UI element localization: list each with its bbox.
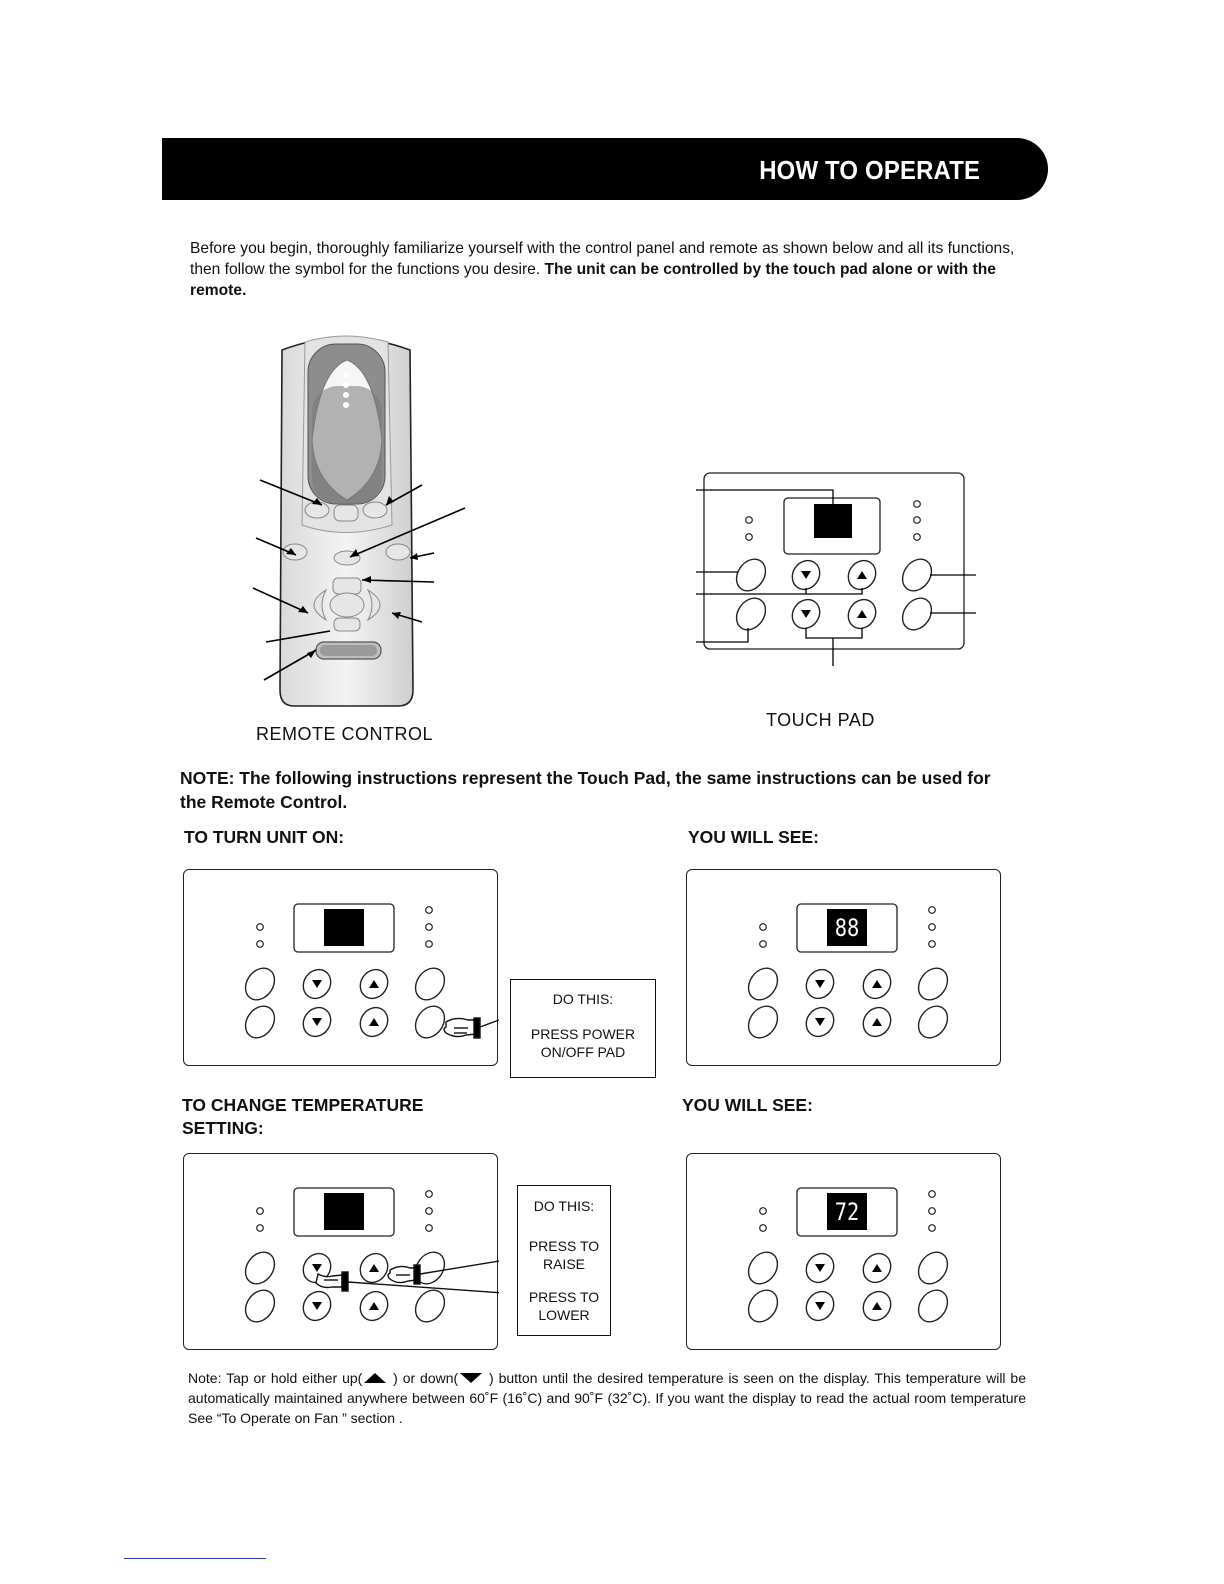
display-readout: 72 [834, 1198, 860, 1226]
note-text: NOTE: The following instructions represe… [180, 768, 991, 812]
down-arrow-icon [460, 1373, 483, 1383]
header-bar: HOW TO OPERATE [162, 138, 1048, 200]
temperature-instruction-callout: DO THIS: PRESS TO RAISE PRESS TO LOWER [517, 1185, 611, 1336]
remote-control-caption: REMOTE CONTROL [256, 724, 434, 744]
intro-paragraph: Before you begin, thoroughly familiarize… [190, 238, 1020, 301]
touchpad-panel-graphic [244, 903, 499, 1039]
footer-rule [124, 1558, 266, 1559]
footnote-text: Note: Tap or hold either up( [188, 1370, 363, 1386]
footnote: Note: Tap or hold either up( ) or down( … [188, 1368, 1026, 1428]
do-this-label: DO THIS: [552, 991, 614, 1007]
display-readout: 88 [834, 914, 860, 942]
turn-on-heading: TO TURN UNIT ON: [184, 827, 345, 847]
lower-instruction-text: PRESS TO LOWER [528, 1289, 600, 1323]
intro-bold-text: The unit can be controlled by the touch … [190, 261, 996, 299]
touchpad-panel-power [183, 869, 499, 1066]
touchpad-panel-graphic [747, 903, 949, 1039]
temperature-result-heading: YOU WILL SEE: [682, 1095, 813, 1115]
do-this-label: DO THIS: [533, 1198, 595, 1214]
raise-instruction-text: PRESS TO RAISE [528, 1238, 600, 1272]
footnote-text: ) or down( [388, 1370, 459, 1386]
page-title: HOW TO OPERATE [759, 155, 980, 185]
touchpad-panel-graphic [244, 1187, 499, 1323]
touchpad-panel-graphic [747, 1187, 949, 1323]
touchpad-panel-temperature-result: 72 [686, 1153, 1001, 1350]
turn-on-result-heading: YOU WILL SEE: [688, 827, 819, 847]
power-instruction-callout: DO THIS: PRESS POWER ON/OFF PAD [510, 979, 656, 1078]
touchpad-reference-diagram [696, 472, 976, 666]
intro-text: Before you begin, thoroughly familiarize… [190, 240, 1015, 278]
touchpad-panel-temperature [183, 1153, 499, 1350]
remote-control-illustration [252, 335, 466, 707]
touchpad-panel-power-result: 88 [686, 869, 1001, 1066]
up-arrow-icon [364, 1373, 387, 1383]
power-instruction-text: PRESS POWER ON/OFF PAD [530, 1026, 636, 1060]
touchpad-caption: TOUCH PAD [766, 710, 875, 730]
temperature-heading: TO CHANGE TEMPERATURE SETTING: [182, 1095, 424, 1138]
footnote-text: ) button until the desired temperature i… [188, 1370, 1026, 1426]
